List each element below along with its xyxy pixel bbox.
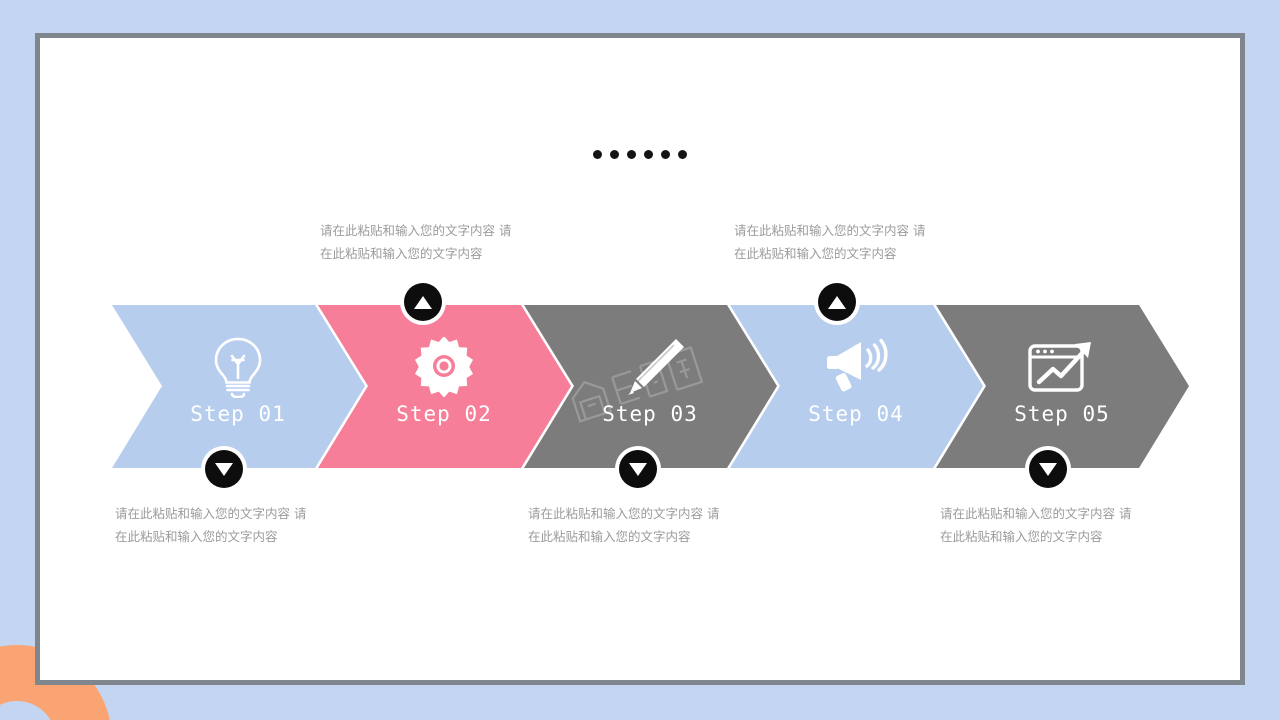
slide-frame: Step 01 Step 02 (35, 33, 1245, 685)
dot-decoration (610, 150, 619, 159)
step-marker-up[interactable] (404, 283, 442, 321)
step-caption: 请在此粘贴和输入您的文字内容 请在此粘贴和输入您的文字内容 (320, 223, 512, 262)
step-caption: 请在此粘贴和输入您的文字内容 请在此粘贴和输入您的文字内容 (115, 506, 307, 545)
slide-content: Step 01 Step 02 (40, 38, 1240, 680)
step-caption: 请在此粘贴和输入您的文字内容 请在此粘贴和输入您的文字内容 (734, 223, 926, 262)
step-caption: 请在此粘贴和输入您的文字内容 请在此粘贴和输入您的文字内容 (528, 506, 720, 545)
lightbulb-icon (198, 327, 278, 407)
triangle-down-icon (215, 462, 233, 476)
step-label: Step 05 (1014, 402, 1110, 426)
triangle-down-icon (1039, 462, 1057, 476)
dot-decoration (678, 150, 687, 159)
step-marker-down[interactable] (1029, 450, 1067, 488)
triangle-down-icon (629, 462, 647, 476)
triangle-up-icon (414, 295, 432, 309)
dot-decoration (627, 150, 636, 159)
step-caption: 请在此粘贴和输入您的文字内容 请在此粘贴和输入您的文字内容 (940, 506, 1132, 545)
growth-chart-icon (1022, 327, 1102, 407)
gear-icon (404, 327, 484, 407)
step-label: Step 02 (396, 402, 492, 426)
step-marker-down[interactable] (619, 450, 657, 488)
pen-icon (610, 327, 690, 407)
step-label: Step 01 (190, 402, 286, 426)
dot-decoration (593, 150, 602, 159)
dot-decoration (644, 150, 653, 159)
step-label: Step 04 (808, 402, 904, 426)
dot-decoration (661, 150, 670, 159)
step-marker-up[interactable] (818, 283, 856, 321)
dots-decoration (40, 150, 1240, 159)
megaphone-icon (816, 327, 896, 407)
step-marker-down[interactable] (205, 450, 243, 488)
triangle-up-icon (828, 295, 846, 309)
step-label: Step 03 (602, 402, 698, 426)
steps-layer: Step 01 Step 02 (40, 38, 1240, 680)
